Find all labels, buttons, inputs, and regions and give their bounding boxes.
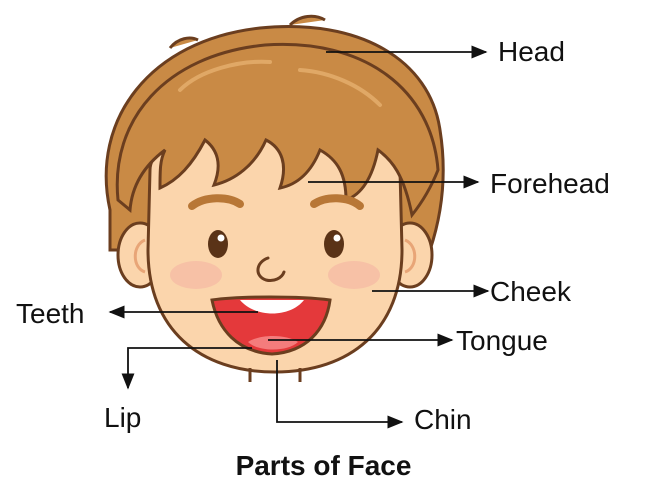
label-forehead: Forehead	[490, 170, 610, 198]
right-cheek-blush	[328, 261, 380, 289]
label-lip: Lip	[104, 404, 141, 432]
label-cheek: Cheek	[490, 278, 571, 306]
label-tongue: Tongue	[456, 327, 548, 355]
label-head: Head	[498, 38, 565, 66]
label-chin: Chin	[414, 406, 472, 434]
label-teeth: Teeth	[16, 300, 85, 328]
left-cheek-blush	[170, 261, 222, 289]
diagram-title: Parts of Face	[0, 452, 647, 480]
right-eye-icon	[324, 230, 344, 258]
left-eye-icon	[208, 230, 228, 258]
